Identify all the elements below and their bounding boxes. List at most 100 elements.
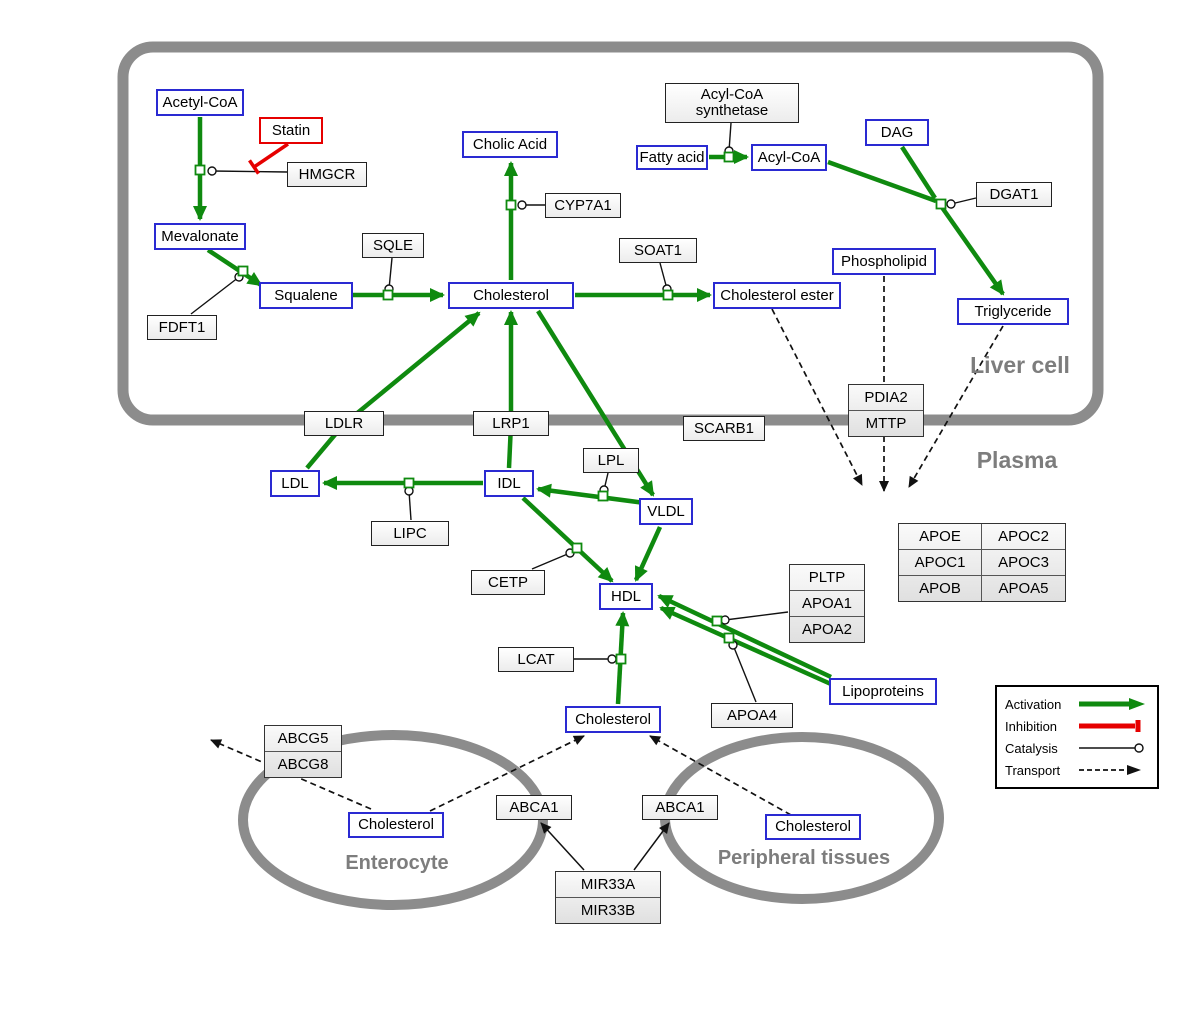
- edge-lpl-catalysis: [599, 472, 609, 495]
- edge-enterocyte-cholesterol-plasma: [429, 735, 585, 812]
- node-vldl[interactable]: VLDL: [639, 498, 693, 525]
- node-cetp[interactable]: CETP: [471, 570, 545, 595]
- node-apoa2[interactable]: APOA2: [790, 616, 864, 642]
- transport-arrow-icon: [1079, 765, 1141, 775]
- node-statin[interactable]: Statin: [259, 117, 323, 144]
- catalysis-circle-icon: [1079, 743, 1144, 753]
- node-ldl[interactable]: LDL: [270, 470, 320, 497]
- catalysis-edges: [190, 122, 977, 703]
- edge-lipoproteins-hdl-lower: [659, 605, 843, 692]
- node-mttp[interactable]: MTTP: [849, 410, 923, 436]
- node-scarb1[interactable]: SCARB1: [683, 416, 765, 441]
- node-lcat[interactable]: LCAT: [498, 647, 574, 672]
- node-fatty-acid[interactable]: Fatty acid: [636, 145, 708, 170]
- node-mir33a[interactable]: MIR33A: [580, 876, 636, 893]
- edge-cetp-catalysis: [531, 548, 575, 570]
- node-abca1-enterocyte[interactable]: ABCA1: [496, 795, 572, 820]
- node-lrp1[interactable]: LRP1: [473, 411, 549, 436]
- node-cholesterol-liver[interactable]: Cholesterol: [448, 282, 574, 309]
- node-hdl[interactable]: HDL: [599, 583, 653, 610]
- node-apoa4[interactable]: APOA4: [711, 703, 793, 728]
- node-abca1-peripheral[interactable]: ABCA1: [642, 795, 718, 820]
- edge-triglyceride-plasma: [908, 325, 1004, 488]
- reaction-nodes: [194, 151, 947, 665]
- node-abcg8[interactable]: ABCG8: [265, 751, 341, 777]
- node-phospholipid[interactable]: Phospholipid: [832, 248, 936, 275]
- edge-enterocyte-cholesterol-excretion: [210, 739, 372, 810]
- node-apoc3[interactable]: APOC3: [982, 550, 1065, 576]
- statin-tbar-icon: [248, 159, 260, 175]
- edge-mevalonate-squalene: [206, 248, 263, 287]
- node-soat1[interactable]: SOAT1: [619, 238, 697, 263]
- node-sqle[interactable]: SQLE: [362, 233, 424, 258]
- node-idl[interactable]: IDL: [484, 470, 534, 497]
- node-apob[interactable]: APOB: [899, 576, 982, 601]
- node-mir33b[interactable]: MIR33B: [556, 897, 660, 923]
- node-apoa5[interactable]: APOA5: [998, 580, 1049, 597]
- node-apoc2[interactable]: APOC2: [982, 524, 1065, 550]
- legend-item-inhibition: Inhibition: [1005, 715, 1149, 737]
- legend-label-activation: Activation: [1005, 696, 1062, 712]
- edge-dag-dgat1: [900, 145, 937, 200]
- node-apoa1[interactable]: APOA1: [790, 590, 864, 616]
- node-pltp[interactable]: PLTP: [808, 569, 846, 586]
- node-cholesterol-plasma[interactable]: Cholesterol: [565, 706, 661, 733]
- edge-lipc-catalysis: [404, 486, 414, 521]
- node-group-abcg5-abcg8: ABCG5 ABCG8: [264, 725, 342, 778]
- node-cholesterol-enterocyte[interactable]: Cholesterol: [348, 812, 444, 838]
- edge-apoa4-catalysis: [728, 640, 757, 703]
- edge-statin-hmgcr: [253, 142, 289, 169]
- edge-mir33-abca1-peripheral: [633, 822, 670, 871]
- node-acetyl-coa[interactable]: Acetyl-CoA: [156, 89, 244, 116]
- regulation-edges: [540, 822, 670, 871]
- compartment-label-liver: Liver cell: [970, 352, 1070, 378]
- node-cholic-acid[interactable]: Cholic Acid: [462, 131, 558, 158]
- edge-apoa-stack-catalysis: [720, 611, 789, 625]
- transport-edges: [210, 276, 1004, 816]
- edge-soat1-catalysis: [659, 262, 672, 294]
- legend-item-catalysis: Catalysis: [1005, 737, 1149, 759]
- node-mevalonate[interactable]: Mevalonate: [154, 223, 246, 250]
- node-apoc1[interactable]: APOC1: [899, 550, 982, 576]
- node-apoe[interactable]: APOE: [899, 524, 982, 550]
- node-ldlr[interactable]: LDLR: [304, 411, 384, 436]
- node-cholesterol-peripheral[interactable]: Cholesterol: [765, 814, 861, 840]
- node-lpl[interactable]: LPL: [583, 448, 639, 473]
- inhibition-edge: [248, 142, 289, 175]
- membranes: [117, 41, 1104, 910]
- inhibition-tbar-icon: [1079, 720, 1141, 732]
- legend-item-transport: Transport: [1005, 759, 1149, 781]
- node-lipoproteins[interactable]: Lipoproteins: [829, 678, 937, 705]
- node-lipc[interactable]: LIPC: [371, 521, 449, 546]
- node-triglyceride[interactable]: Triglyceride: [957, 298, 1069, 325]
- liver-cell-membrane: [117, 41, 1104, 426]
- node-cyp7a1[interactable]: CYP7A1: [545, 193, 621, 218]
- node-acyl-coa-synthetase[interactable]: Acyl-CoA synthetase: [665, 83, 799, 123]
- edge-sqle-catalysis: [384, 257, 394, 294]
- edge-lipoproteins-hdl-upper: [657, 593, 832, 680]
- edge-acylcoa-dgat1: [827, 159, 937, 204]
- node-hmgcr[interactable]: HMGCR: [287, 162, 367, 187]
- edge-dgat1-triglyceride: [939, 204, 1005, 296]
- compartment-label-enterocyte: Enterocyte: [345, 852, 449, 874]
- edge-mir33-abca1-enterocyte: [540, 822, 585, 871]
- node-fdft1[interactable]: FDFT1: [147, 315, 217, 340]
- node-group-mir33: MIR33A MIR33B: [555, 871, 661, 924]
- activation-arrow-icon: [1079, 698, 1145, 710]
- edge-vldl-hdl: [633, 526, 663, 582]
- node-acyl-coa[interactable]: Acyl-CoA: [751, 144, 827, 171]
- edge-dgat1-catalysis: [946, 197, 977, 209]
- node-cholesterol-ester[interactable]: Cholesterol ester: [713, 282, 841, 309]
- node-abcg5[interactable]: ABCG5: [277, 730, 329, 747]
- node-dag[interactable]: DAG: [865, 119, 929, 146]
- compartment-label-peripheral: Peripheral tissues: [717, 847, 891, 869]
- node-squalene[interactable]: Squalene: [259, 282, 353, 309]
- node-group-apolipoproteins: APOE APOC2 APOC1 APOC3 APOB APOA5: [898, 523, 1066, 602]
- edge-hmgcr-catalysis: [207, 166, 288, 176]
- node-pdia2[interactable]: PDIA2: [864, 389, 908, 406]
- node-group-pdia2-mttp: PDIA2 MTTP: [848, 384, 924, 437]
- edge-peripheral-cholesterol-plasma: [649, 735, 792, 816]
- node-dgat1[interactable]: DGAT1: [976, 182, 1052, 207]
